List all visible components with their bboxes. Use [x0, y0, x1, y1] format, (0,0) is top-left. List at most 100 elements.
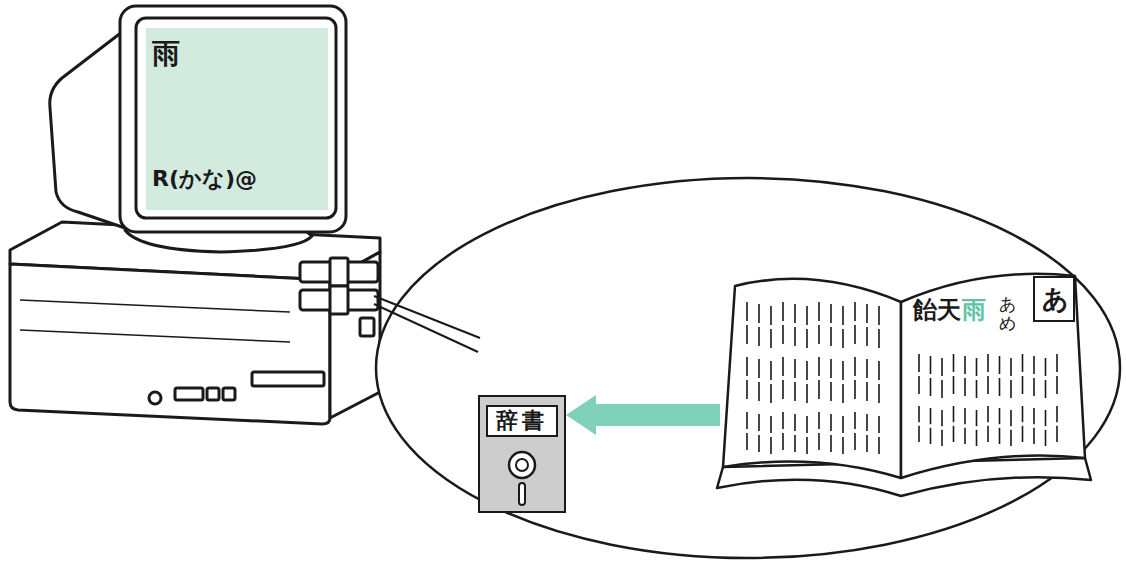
text-line: [953, 376, 955, 394]
text-line: [806, 306, 808, 325]
text-line: [854, 380, 856, 399]
node-text: 飴天: [913, 298, 961, 322]
text-line: [746, 412, 748, 429]
text-line: [999, 428, 1001, 444]
text-line: [1010, 358, 1012, 376]
text-line: [1056, 376, 1058, 394]
text-line: [830, 304, 832, 323]
text-line: [818, 302, 820, 321]
computer-case: [10, 222, 380, 424]
text-line: [866, 435, 868, 452]
text-line: [930, 408, 932, 424]
text-line: [770, 384, 772, 403]
text-line: [976, 410, 978, 426]
text-line: [866, 359, 868, 378]
text-line: [999, 408, 1001, 424]
text-line: [878, 384, 880, 403]
text-line: [830, 435, 832, 452]
text-line: [818, 325, 820, 344]
text-line: [866, 304, 868, 323]
arrow-shaft: [594, 404, 720, 426]
text-line: [1045, 358, 1047, 376]
text-line: [1022, 354, 1024, 372]
text-line: [782, 412, 784, 429]
text-line: [854, 412, 856, 429]
text-line: [782, 302, 784, 321]
text-line: [878, 361, 880, 380]
text-line: [794, 359, 796, 378]
text-line: [830, 414, 832, 431]
text-line: [770, 306, 772, 325]
text-line: [1033, 356, 1035, 374]
text-line: [1010, 380, 1012, 398]
text-line: [806, 437, 808, 454]
leader-line: [374, 304, 478, 352]
leader-line: [374, 296, 480, 352]
text-line: [818, 433, 820, 450]
text-line: [854, 325, 856, 344]
node-text: 雨: [152, 40, 180, 68]
monitor: [50, 6, 346, 252]
text-line: [964, 408, 966, 424]
text-line: [842, 361, 844, 380]
text-line: [987, 426, 989, 442]
text-line: [866, 327, 868, 346]
callout-bubble: [376, 178, 1120, 558]
text-line: [782, 357, 784, 376]
flow-arrow: [566, 395, 720, 435]
text-line: [746, 380, 748, 399]
text-line: [770, 416, 772, 433]
text-line: [818, 357, 820, 376]
text-line: [794, 304, 796, 323]
text-line: [770, 437, 772, 454]
text-line: [964, 356, 966, 374]
index-tab: あ: [1033, 276, 1075, 322]
text-line: [758, 327, 760, 346]
text-line: [953, 354, 955, 372]
text-line: [1022, 426, 1024, 442]
text-line: [758, 359, 760, 378]
computer-case: [149, 392, 161, 404]
text-line: [794, 327, 796, 346]
text-line: [953, 406, 955, 422]
monitor: [120, 6, 346, 232]
text-line: [854, 433, 856, 450]
computer-case: [20, 300, 290, 312]
text-line: [1056, 406, 1058, 422]
text-line: [1045, 410, 1047, 426]
text-line: [794, 435, 796, 452]
text-line: [794, 414, 796, 431]
text-line: [918, 376, 920, 394]
text-line: [918, 406, 920, 422]
text-line: [964, 378, 966, 396]
text-line: [930, 356, 932, 374]
text-line: [746, 357, 748, 376]
text-line: [782, 325, 784, 344]
text-line: [1010, 430, 1012, 446]
text-line: [1033, 428, 1035, 444]
book-page: [901, 274, 1085, 478]
text-line: [818, 412, 820, 429]
text-line: [866, 382, 868, 401]
text-line: [842, 329, 844, 348]
text-line: [953, 426, 955, 442]
floppy-slot: [519, 483, 525, 505]
text-line: [878, 437, 880, 454]
text-line: [941, 410, 943, 426]
text-line: [842, 306, 844, 325]
computer-case: [207, 388, 219, 400]
text-line: [746, 433, 748, 450]
text-line: [854, 357, 856, 376]
text-line: [878, 329, 880, 348]
node-text: あ: [1042, 286, 1069, 312]
node-text: 雨: [962, 298, 986, 322]
text-line: [842, 384, 844, 403]
text-line: [758, 414, 760, 431]
floppy-hub: [509, 452, 535, 478]
computer-case: [360, 318, 374, 336]
text-line: [1056, 354, 1058, 372]
text-line: [1022, 406, 1024, 422]
book-page: [723, 279, 901, 478]
computer-case: [223, 388, 235, 400]
text-line: [830, 382, 832, 401]
